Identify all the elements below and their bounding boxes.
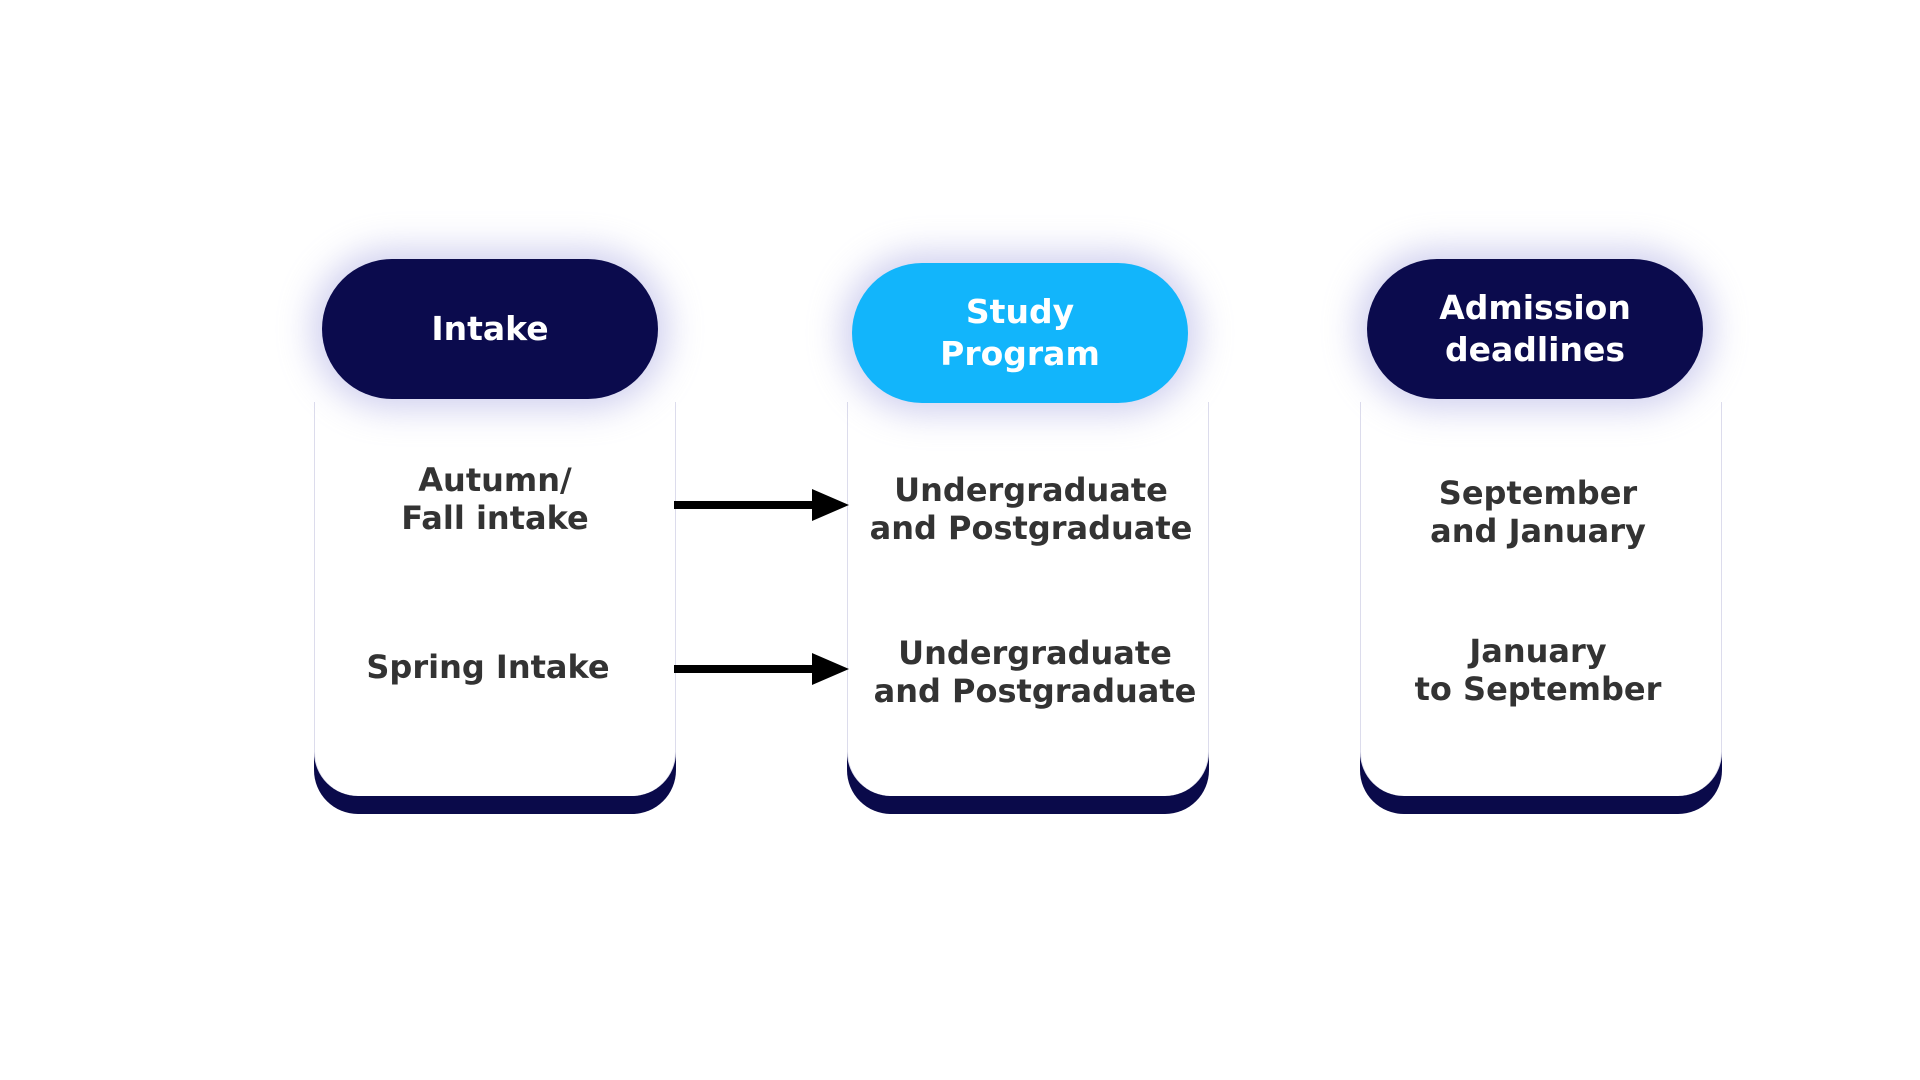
study-program-item-2: Undergraduate and Postgraduate xyxy=(873,634,1197,710)
intake-item-spring: Spring Intake xyxy=(366,648,610,686)
study-program-card xyxy=(847,402,1209,796)
admission-deadlines-header: Admission deadlines xyxy=(1367,259,1703,399)
admission-deadlines-card xyxy=(1360,402,1722,796)
admission-deadlines-item-1: September and January xyxy=(1430,474,1646,550)
arrow-icon xyxy=(674,489,849,521)
intake-card xyxy=(314,402,676,796)
admission-deadlines-item-2: January to September xyxy=(1414,632,1662,708)
study-program-header-label: Study Program xyxy=(940,292,1100,373)
study-program-item-1: Undergraduate and Postgraduate xyxy=(869,471,1193,547)
admission-deadlines-header-label: Admission deadlines xyxy=(1439,288,1631,369)
intake-header: Intake xyxy=(322,259,658,399)
intake-header-label: Intake xyxy=(431,309,549,348)
intake-item-autumn: Autumn/ Fall intake xyxy=(401,461,589,537)
arrow-icon xyxy=(674,653,849,685)
study-program-header: Study Program xyxy=(852,263,1188,403)
